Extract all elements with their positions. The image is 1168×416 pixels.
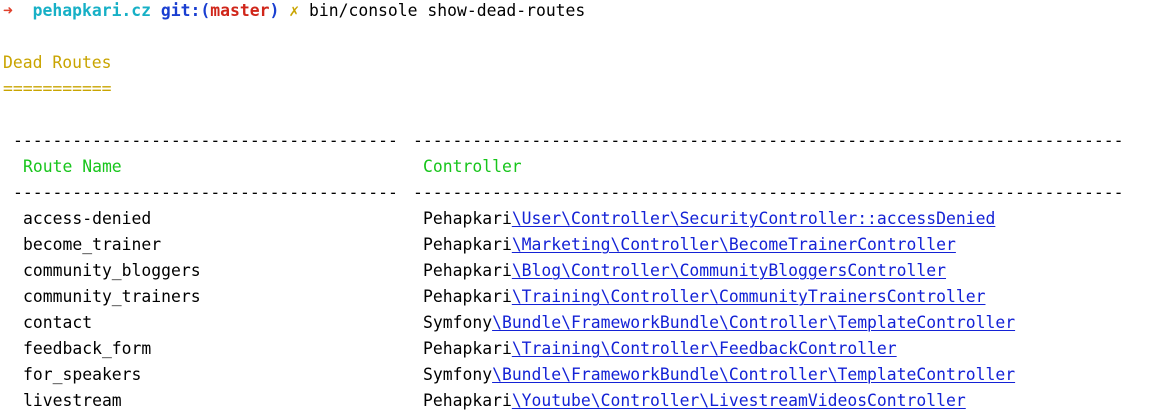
table-separator-mid-col1: --------------------------------------- <box>13 183 398 202</box>
prompt-arrow-icon: ➜ <box>3 1 13 20</box>
prompt-command: bin/console show-dead-routes <box>308 1 586 20</box>
route-name: feedback_form <box>23 339 152 358</box>
route-name: become_trainer <box>23 235 162 254</box>
controller-prefix: Pehapkari <box>423 391 512 410</box>
controller-link[interactable]: \Blog\Controller\CommunityBloggersContro… <box>511 261 947 280</box>
table-separator-mid-col2: ----------------------------------------… <box>413 183 1124 202</box>
table-separator-top-col2: ----------------------------------------… <box>413 131 1124 150</box>
route-name: community_bloggers <box>23 261 201 280</box>
controller-link[interactable]: \Marketing\Controller\BecomeTrainerContr… <box>511 235 956 254</box>
controller-prefix: Pehapkari <box>423 209 512 228</box>
prompt-directory: pehapkari.cz <box>32 1 152 20</box>
controller-link[interactable]: \Bundle\FrameworkBundle\Controller\Templ… <box>492 313 1016 332</box>
table-separator-top-col1: --------------------------------------- <box>13 131 398 150</box>
controller-prefix: Pehapkari <box>423 287 512 306</box>
route-controller: Pehapkari\Marketing\Controller\BecomeTra… <box>423 232 956 258</box>
controller-prefix: Symfony <box>423 313 493 332</box>
route-name: contact <box>23 313 93 332</box>
route-controller: Pehapkari\Youtube\Controller\LivestreamV… <box>423 388 966 414</box>
output-title-underline: =========== <box>3 79 112 98</box>
controller-prefix: Pehapkari <box>423 261 512 280</box>
output-title: Dead Routes <box>3 53 112 72</box>
header-route-name: Route Name <box>23 157 122 176</box>
route-controller: Symfony\Bundle\FrameworkBundle\Controlle… <box>423 362 1015 388</box>
route-controller: Pehapkari\Training\Controller\CommunityT… <box>423 284 985 310</box>
prompt-dirty-icon: ✗ <box>289 1 300 20</box>
controller-prefix: Pehapkari <box>423 235 512 254</box>
prompt-git-label: git:( <box>160 1 211 20</box>
route-name: access-denied <box>23 209 152 228</box>
controller-link[interactable]: \Training\Controller\FeedbackController <box>511 339 897 358</box>
prompt-git-close: ) <box>269 1 280 20</box>
header-controller: Controller <box>423 157 522 176</box>
controller-link[interactable]: \Training\Controller\CommunityTrainersCo… <box>511 287 986 306</box>
route-controller: Symfony\Bundle\FrameworkBundle\Controlle… <box>423 310 1015 336</box>
controller-prefix: Symfony <box>423 365 493 384</box>
controller-link[interactable]: \Youtube\Controller\LivestreamVideosCont… <box>511 391 966 410</box>
controller-link[interactable]: \User\Controller\SecurityController::acc… <box>511 209 996 228</box>
route-controller: Pehapkari\Blog\Controller\CommunityBlogg… <box>423 258 946 284</box>
controller-link[interactable]: \Bundle\FrameworkBundle\Controller\Templ… <box>492 365 1016 384</box>
route-controller: Pehapkari\Training\Controller\FeedbackCo… <box>423 336 897 362</box>
prompt-branch: master <box>210 1 270 20</box>
route-name: for_speakers <box>23 365 142 384</box>
route-name: community_trainers <box>23 287 201 306</box>
route-name: livestream <box>23 391 122 410</box>
route-controller: Pehapkari\User\Controller\SecurityContro… <box>423 206 995 232</box>
controller-prefix: Pehapkari <box>423 339 512 358</box>
prompt-line: ➜ pehapkari.cz git:(master) ✗ bin/consol… <box>3 0 585 24</box>
